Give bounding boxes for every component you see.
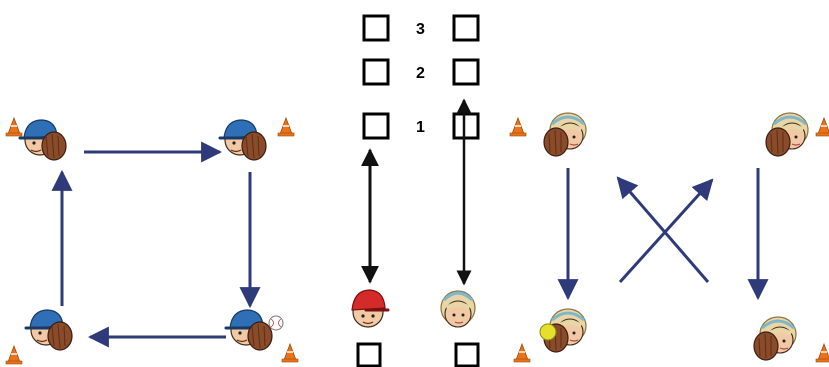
cone-icon xyxy=(5,345,23,365)
distance-drill: 3 2 1 xyxy=(350,14,480,367)
base-marker-icon xyxy=(362,58,390,86)
square-drill xyxy=(5,117,299,365)
boy-player-icon xyxy=(224,308,274,352)
cone-icon xyxy=(513,343,531,363)
boy-player-icon xyxy=(18,118,68,162)
base-marker-icon xyxy=(452,112,480,140)
base-marker-icon xyxy=(452,58,480,86)
base-marker-icon xyxy=(454,342,480,367)
base-marker-icon xyxy=(362,112,390,140)
baseball-icon xyxy=(268,315,284,331)
cone-icon xyxy=(5,117,23,137)
boy-player-icon xyxy=(350,288,390,329)
marker-label-3: 3 xyxy=(416,21,425,38)
girl-player-icon xyxy=(752,315,798,362)
cone-icon xyxy=(815,117,829,137)
boy-player-icon xyxy=(24,308,74,352)
base-marker-icon xyxy=(452,14,480,42)
marker-label-1: 1 xyxy=(416,119,425,136)
base-marker-icon xyxy=(362,14,390,42)
arrow xyxy=(618,178,714,284)
cone-icon xyxy=(277,117,295,137)
cone-icon xyxy=(815,343,829,363)
boy-player-icon xyxy=(218,118,268,162)
cone-icon xyxy=(509,117,527,137)
girl-player-icon xyxy=(764,111,810,158)
girl-player-icon xyxy=(439,289,477,329)
cone-icon xyxy=(281,343,299,363)
cross-drill xyxy=(509,111,829,363)
marker-label-2: 2 xyxy=(416,65,425,82)
girl-player-icon xyxy=(542,111,588,158)
base-marker-icon xyxy=(356,342,382,367)
arrow xyxy=(616,176,710,283)
softball-icon xyxy=(539,323,557,341)
